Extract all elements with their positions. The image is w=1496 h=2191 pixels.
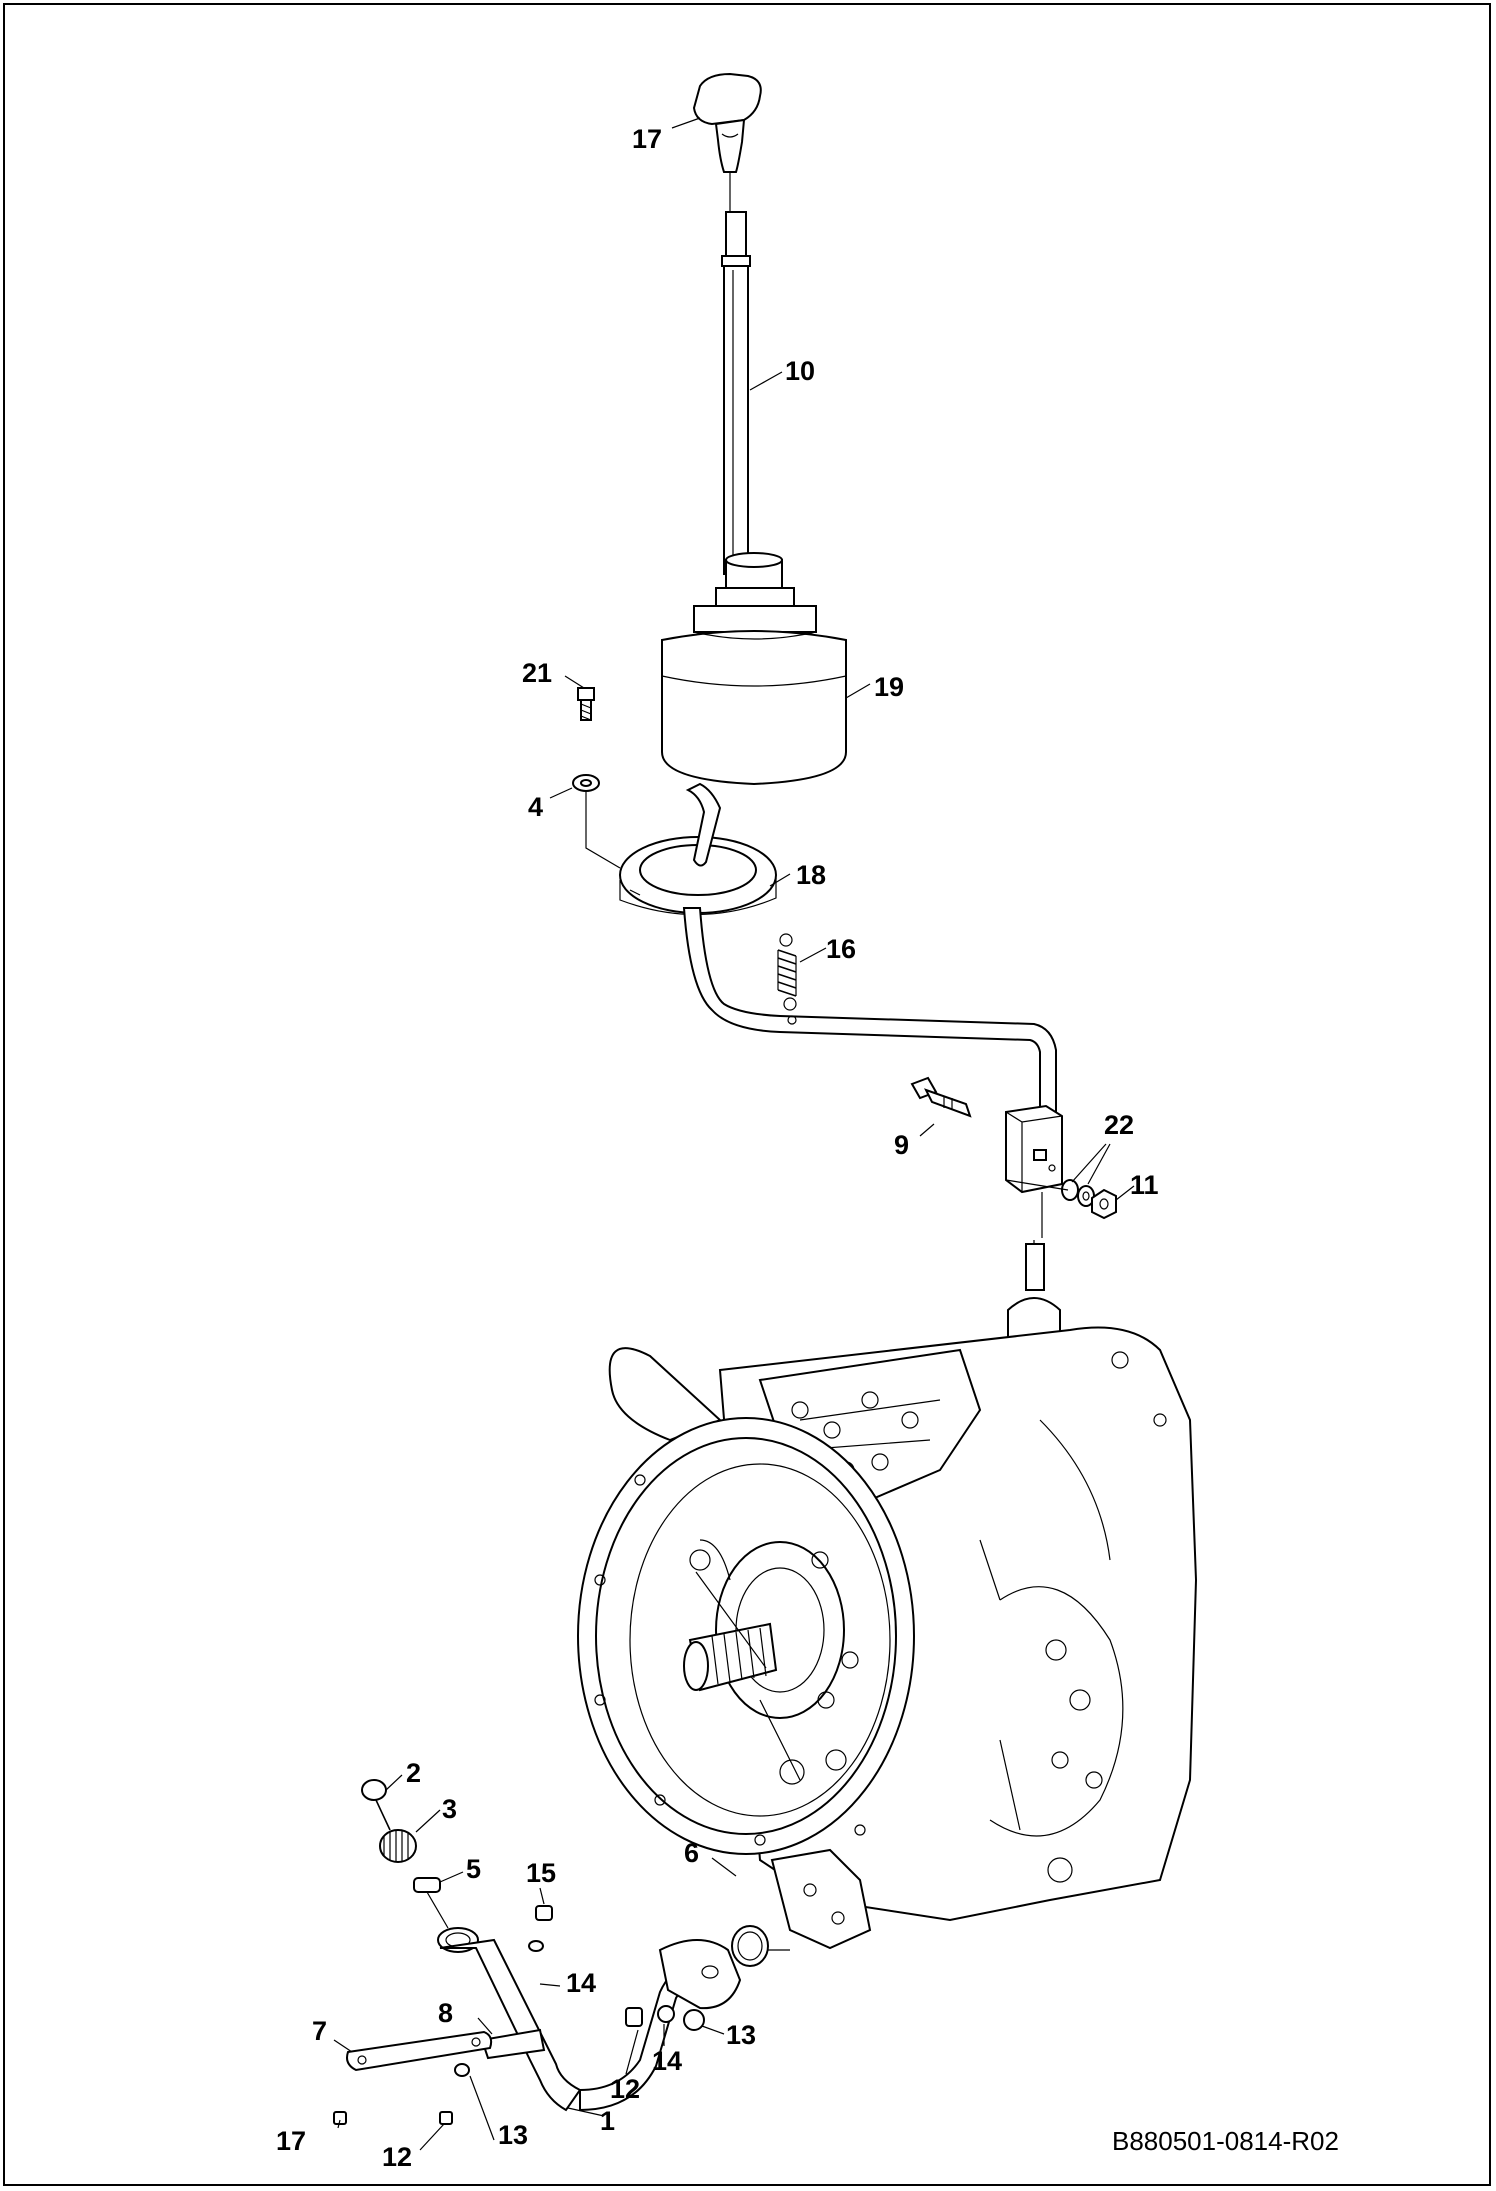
callout-11: 11 [1130, 1170, 1159, 1200]
callout-17: 16 [826, 934, 856, 964]
mounting-ring-part [619, 836, 777, 916]
callout-4: 4 [528, 792, 543, 822]
o-ring-6-part [731, 1925, 790, 1967]
pivot-block-part [1005, 1104, 1063, 1238]
callout-1: 1 [600, 2106, 615, 2136]
callout-10: 10 [785, 356, 815, 386]
return-spring-part [777, 933, 797, 1011]
document-number: B880501-0814-R02 [1112, 2126, 1339, 2156]
pivot-bolt-9-part [910, 1076, 972, 1118]
callout-20: 17 [632, 124, 662, 154]
shift-lever-arm-part [682, 782, 1057, 1113]
filler-tube-part [437, 1927, 742, 2112]
callout-5: 5 [466, 1854, 481, 1884]
shift-lever-rod-part [721, 211, 751, 575]
callout-labels: 17 10 19 21 4 18 16 9 22 11 2 3 5 6 15 1… [276, 124, 1339, 2172]
callout-7: 7 [312, 2016, 327, 2046]
nut-11-part [1005, 1179, 1117, 1220]
callout-14-upper: 14 [566, 1968, 596, 1998]
callout-3: 3 [442, 1794, 457, 1824]
drawing-border [3, 3, 1491, 2186]
callout-13-right: 13 [726, 2020, 756, 2050]
seal-5-part [413, 1877, 449, 1929]
callout-12-right: 12 [610, 2074, 640, 2104]
shift-boot-part [661, 552, 847, 786]
callout-18: 18 [796, 860, 826, 890]
callout-8: 8 [438, 1998, 453, 2028]
callout-19: 19 [874, 672, 904, 702]
callout-9: 9 [894, 1130, 909, 1160]
callout-16: 17 [276, 2126, 306, 2156]
callout-21: 21 [522, 658, 552, 688]
bolt-21-part [577, 687, 595, 721]
callout-22: 22 [1104, 1110, 1134, 1140]
callout-15: 15 [526, 1858, 556, 1888]
washers-22-part [1061, 1179, 1095, 1207]
bracket-7-part [346, 2030, 493, 2072]
dipstick-knob-3-part [379, 1829, 417, 1863]
callout-13-left: 13 [498, 2120, 528, 2150]
callout-14-lower: 14 [652, 2046, 682, 2076]
small-fasteners [333, 1905, 705, 2125]
transmission-housing [577, 1240, 1198, 1950]
washer-4-part [572, 774, 621, 869]
dipstick-cap-2-part [361, 1779, 391, 1831]
callout-6: 6 [684, 1838, 699, 1868]
shift-knob-part [692, 72, 762, 212]
callout-2: 2 [406, 1758, 421, 1788]
callout-12-left: 12 [382, 2142, 412, 2172]
callout-leaders [333, 117, 1135, 2151]
